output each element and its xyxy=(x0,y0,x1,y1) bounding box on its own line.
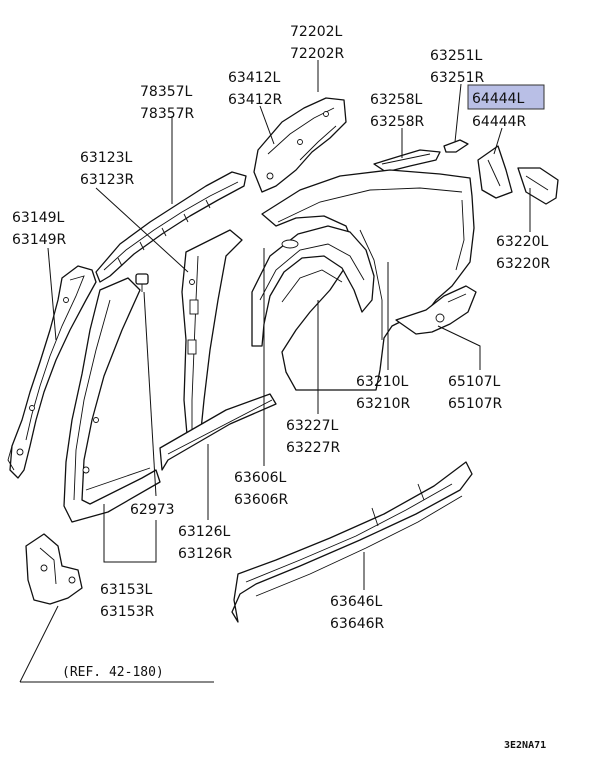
side-sill-outer-drawing xyxy=(231,461,473,623)
part-label-63646: 63646L 63646R xyxy=(330,594,385,632)
svg-text:63153L: 63153L xyxy=(100,582,153,598)
svg-text:63606R: 63606R xyxy=(234,492,289,508)
svg-text:63251R: 63251R xyxy=(430,70,485,86)
svg-text:63646L: 63646L xyxy=(330,594,383,610)
svg-text:63258L: 63258L xyxy=(370,92,423,108)
svg-text:63258R: 63258R xyxy=(370,114,425,130)
svg-text:63149R: 63149R xyxy=(12,232,67,248)
svg-text:63126L: 63126L xyxy=(178,524,231,540)
svg-text:78357R: 78357R xyxy=(140,106,195,122)
clip-drawing xyxy=(135,273,149,292)
leader-lines xyxy=(19,60,531,683)
svg-text:63251L: 63251L xyxy=(430,48,483,64)
svg-text:63646R: 63646R xyxy=(330,616,385,632)
part-label-63153: 63153L 63153R xyxy=(100,582,155,620)
diagram-code: 3E2NA71 xyxy=(504,740,546,751)
svg-text:78357L: 78357L xyxy=(140,84,193,100)
part-label-63258: 63258L 63258R xyxy=(370,92,425,130)
quarter-corner-gusset-drawing xyxy=(477,145,513,199)
svg-text:65107L: 65107L xyxy=(448,374,501,390)
svg-text:64444L: 64444L xyxy=(472,91,525,107)
lower-front-bracket-drawing xyxy=(25,533,83,605)
roof-side-rail-drawing xyxy=(95,171,247,283)
svg-text:63412R: 63412R xyxy=(228,92,283,108)
svg-text:63227R: 63227R xyxy=(286,440,341,456)
svg-text:65107R: 65107R xyxy=(448,396,503,412)
part-label-72202: 72202L 72202R xyxy=(290,24,345,62)
svg-text:63123L: 63123L xyxy=(80,150,133,166)
svg-text:63149L: 63149L xyxy=(12,210,65,226)
part-label-65107: 65107L 65107R xyxy=(448,374,503,412)
part-label-63123: 63123L 63123R xyxy=(80,150,135,188)
part-label-64444: 64444L 64444R xyxy=(472,91,527,130)
svg-text:63220R: 63220R xyxy=(496,256,551,272)
svg-text:64444R: 64444R xyxy=(472,114,527,130)
package-tray-bracket-drawing xyxy=(373,149,441,173)
rear-floor-bracket-drawing xyxy=(395,285,477,335)
part-label-63227: 63227L 63227R xyxy=(286,418,341,456)
side-sill-inner-drawing xyxy=(159,393,277,471)
small-bracket-drawing xyxy=(443,139,469,153)
svg-text:72202R: 72202R xyxy=(290,46,345,62)
svg-text:63227L: 63227L xyxy=(286,418,339,434)
svg-text:63153R: 63153R xyxy=(100,604,155,620)
svg-text:63412L: 63412L xyxy=(228,70,281,86)
part-label-78357: 78357L 78357R xyxy=(140,84,195,122)
part-label-63251: 63251L 63251R xyxy=(430,48,485,86)
svg-text:63220L: 63220L xyxy=(496,234,549,250)
svg-text:63210L: 63210L xyxy=(356,374,409,390)
front-pillar-inner-drawing xyxy=(63,277,161,523)
part-label-62973: 62973 xyxy=(130,502,175,518)
part-label-63126: 63126L 63126R xyxy=(178,524,233,562)
part-label-63149: 63149L 63149R xyxy=(12,210,67,248)
svg-text:63126R: 63126R xyxy=(178,546,233,562)
center-pillar-drawing xyxy=(181,229,243,447)
svg-text:72202L: 72202L xyxy=(290,24,343,40)
reference-label: (REF. 42-180) xyxy=(62,665,164,680)
quarter-rear-extension-drawing xyxy=(517,167,559,205)
part-label-63412: 63412L 63412R xyxy=(228,70,283,108)
part-label-63210: 63210L 63210R xyxy=(356,374,411,412)
svg-text:63210R: 63210R xyxy=(356,396,411,412)
svg-text:63123R: 63123R xyxy=(80,172,135,188)
svg-text:63606L: 63606L xyxy=(234,470,287,486)
highlighted-part-box xyxy=(467,84,545,110)
front-pillar-outer-drawing xyxy=(7,265,97,479)
svg-text:62973: 62973 xyxy=(130,502,175,518)
part-label-63606: 63606L 63606R xyxy=(234,470,289,508)
quarter-inner-upper-drawing xyxy=(253,97,347,193)
part-label-63220: 63220L 63220R xyxy=(496,234,551,272)
